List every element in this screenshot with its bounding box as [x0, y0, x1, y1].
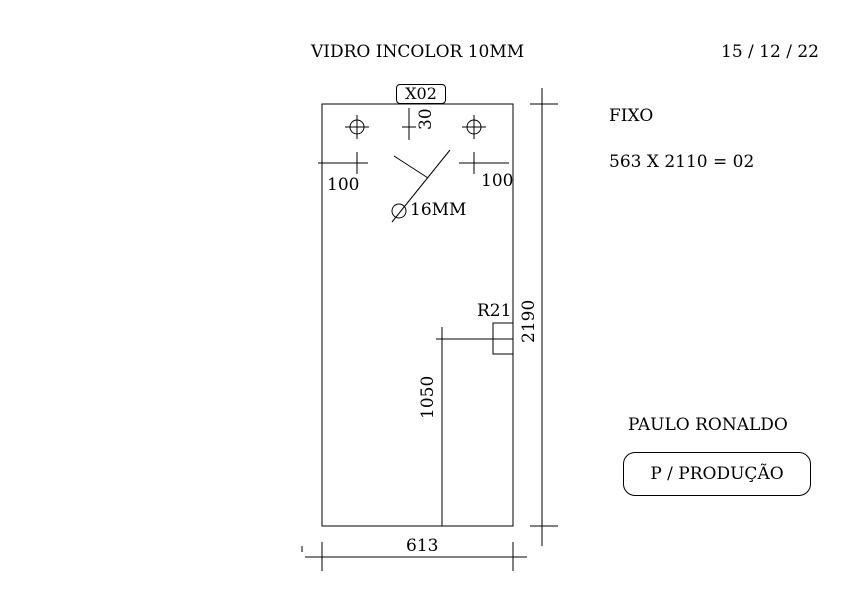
date-label: 15 / 12 / 22	[721, 42, 819, 62]
piece-spec: 563 X 2110 = 02	[609, 152, 755, 172]
diameter-symbol	[391, 203, 407, 219]
author-name: PAULO RONALDO	[628, 415, 788, 435]
dim-top-offset: 30	[416, 108, 436, 130]
radius-label: R21	[477, 301, 512, 321]
piece-code-badge: X02	[396, 84, 446, 104]
dim-height: 2190	[519, 299, 539, 343]
glass-panel-outline	[321, 103, 514, 527]
dim-cutout-height: 1050	[418, 375, 438, 419]
dim-width: 613	[406, 536, 439, 556]
piece-type: FIXO	[609, 106, 654, 126]
dim-right-hole: 100	[481, 171, 514, 191]
production-stamp: P / PRODUÇÃO	[623, 452, 811, 496]
hole-diameter-label: 16MM	[410, 200, 467, 220]
dim-left-hole: 100	[327, 175, 360, 195]
page-title: VIDRO INCOLOR 10MM	[311, 42, 525, 62]
